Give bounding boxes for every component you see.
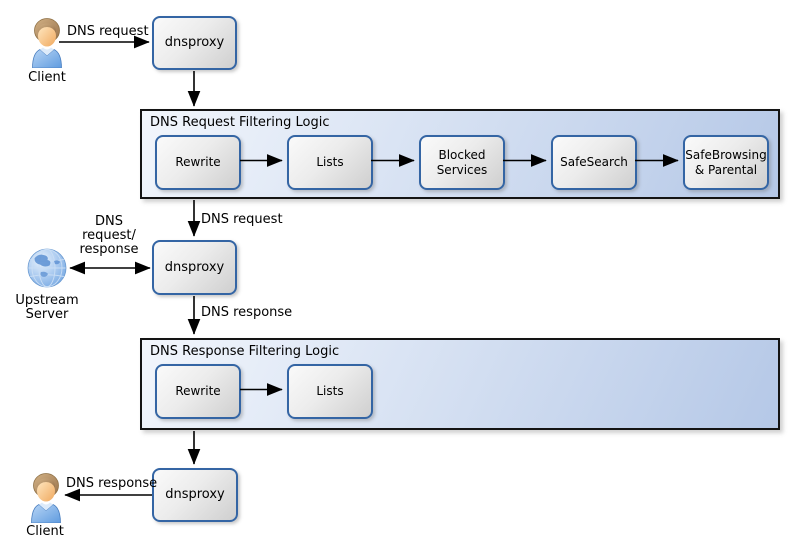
dnsproxy-node-bottom: dnsproxy <box>152 468 238 522</box>
dnsproxy-node-bottom-label: dnsproxy <box>165 487 225 503</box>
client-user-icon-top <box>32 18 62 68</box>
edge-label-dns-request-top: DNS request <box>67 24 149 39</box>
step-rewrite-response: Rewrite <box>155 364 241 419</box>
edge-label-dns-response-mid: DNS response <box>201 305 293 320</box>
dnsproxy-node-top: dnsproxy <box>152 16 237 70</box>
dnsproxy-node-mid: dnsproxy <box>152 240 237 295</box>
edge-label-upstream: DNS request/ response <box>79 214 139 257</box>
edge-label-dns-request-mid: DNS request <box>201 212 283 227</box>
response-filtering-title: DNS Response Filtering Logic <box>150 344 340 359</box>
response-filtering-container: DNS Response Filtering Logic Rewrite Lis… <box>140 338 780 430</box>
globe-icon <box>27 248 67 288</box>
step-blocked-services-label: Blocked Services <box>436 148 488 177</box>
step-safesearch-label: SafeSearch <box>560 155 628 170</box>
client-label-top: Client <box>28 70 66 85</box>
step-lists-response: Lists <box>287 364 373 419</box>
step-lists-request-label: Lists <box>316 155 344 170</box>
step-lists-request: Lists <box>287 135 373 190</box>
request-filtering-container: DNS Request Filtering Logic Rewrite List… <box>140 109 780 199</box>
upstream-server-label: Upstream Server <box>15 293 79 322</box>
step-blocked-services: Blocked Services <box>419 135 505 190</box>
request-filtering-title: DNS Request Filtering Logic <box>150 115 330 130</box>
client-label-bottom: Client <box>26 524 64 539</box>
step-safebrowsing-parental-label: SafeBrowsing & Parental <box>685 148 767 177</box>
step-rewrite-response-label: Rewrite <box>175 384 221 399</box>
step-rewrite-request-label: Rewrite <box>175 155 221 170</box>
step-lists-response-label: Lists <box>316 384 344 399</box>
step-safesearch: SafeSearch <box>551 135 637 190</box>
client-user-icon-bottom <box>31 473 61 523</box>
step-safebrowsing-parental: SafeBrowsing & Parental <box>683 135 769 190</box>
dnsproxy-node-mid-label: dnsproxy <box>164 259 225 275</box>
edge-label-dns-response-bottom: DNS response <box>66 476 158 491</box>
dnsproxy-node-top-label: dnsproxy <box>164 35 225 51</box>
step-rewrite-request: Rewrite <box>155 135 241 190</box>
